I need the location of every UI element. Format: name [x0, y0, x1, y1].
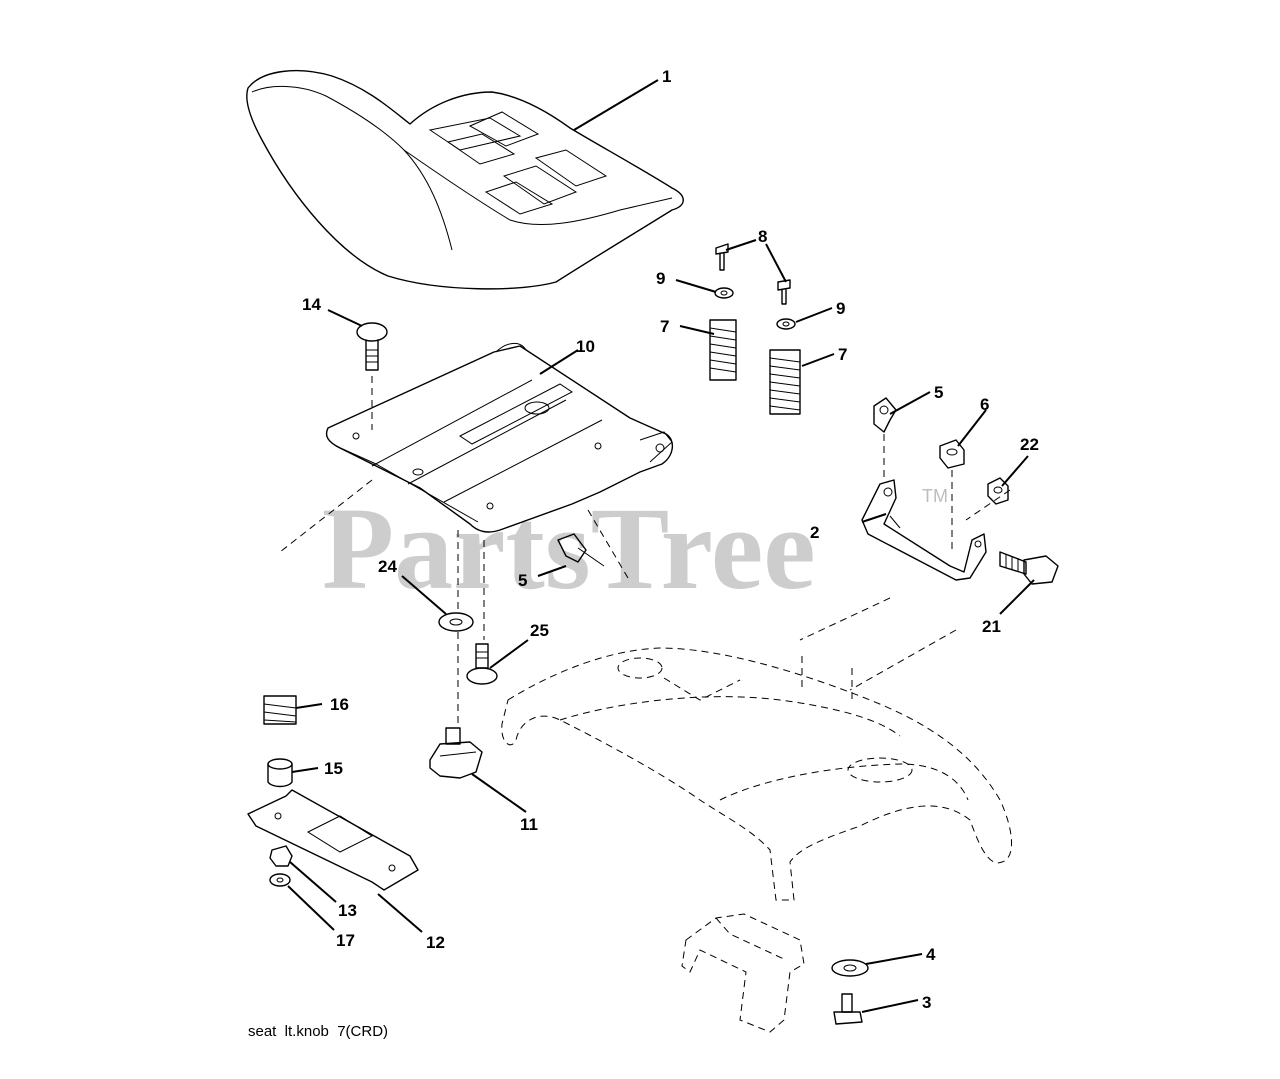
diagram-caption: seat lt.knob 7(CRD)	[248, 1023, 388, 1040]
part-seat-pan[interactable]	[325, 343, 673, 533]
callout-4[interactable]: 4	[926, 945, 936, 964]
part-springs[interactable]	[709, 319, 801, 415]
part-mount-bracket	[681, 913, 805, 1033]
callout-9-right[interactable]: 9	[836, 299, 845, 318]
part-bolt-21[interactable]	[999, 551, 1059, 585]
callout-1[interactable]: 1	[662, 67, 671, 86]
callout-13[interactable]: 13	[338, 901, 357, 920]
callout-leaders	[287, 79, 1035, 1013]
part-shoulder-bolt[interactable]	[466, 643, 498, 685]
callout-22[interactable]: 22	[1020, 435, 1039, 454]
callout-9-left[interactable]: 9	[656, 269, 665, 288]
callout-15[interactable]: 15	[324, 759, 343, 778]
callout-11[interactable]: 11	[520, 815, 538, 834]
part-bolt-3[interactable]	[833, 993, 863, 1025]
part-nuts[interactable]	[939, 439, 1009, 505]
part-washer-24[interactable]	[438, 612, 474, 632]
part-bushing[interactable]	[267, 758, 293, 788]
part-tractor-hood	[501, 647, 1013, 901]
part-seat[interactable]	[246, 70, 684, 290]
callout-24[interactable]: 24	[378, 557, 397, 576]
callout-25[interactable]: 25	[530, 621, 549, 640]
part-carriage-bolt[interactable]	[356, 322, 388, 371]
callout-2[interactable]: 2	[810, 523, 819, 542]
callout-8[interactable]: 8	[758, 227, 767, 246]
callout-7-left[interactable]: 7	[660, 317, 669, 336]
part-knob-11[interactable]	[429, 727, 483, 779]
part-washer-4[interactable]	[831, 959, 869, 977]
part-spring-16[interactable]	[263, 695, 297, 725]
callout-17[interactable]: 17	[336, 931, 355, 950]
callout-7-right[interactable]: 7	[838, 345, 847, 364]
callout-16[interactable]: 16	[330, 695, 349, 714]
callout-6[interactable]: 6	[980, 395, 989, 414]
callout-12[interactable]: 12	[426, 933, 445, 952]
callout-21[interactable]: 21	[982, 617, 1001, 636]
watermark-trademark: TM	[922, 486, 948, 506]
assembly-lines	[279, 376, 1011, 728]
callout-5-upper[interactable]: 5	[934, 383, 943, 402]
part-bracket[interactable]	[861, 479, 987, 581]
part-screws[interactable]	[715, 243, 791, 305]
part-plate[interactable]	[247, 789, 419, 891]
callout-10[interactable]: 10	[576, 337, 595, 356]
callout-5-lower[interactable]: 5	[518, 571, 527, 590]
watermark-text: PartsTree	[322, 483, 816, 614]
callout-labels: 1 2 3 4 5 5 6 7 7 8 9 9 10 11 12 13 14 1…	[302, 67, 1039, 1012]
callout-3[interactable]: 3	[922, 993, 931, 1012]
callout-14[interactable]: 14	[302, 295, 321, 314]
part-washers[interactable]	[714, 287, 796, 330]
part-small-nuts[interactable]	[269, 845, 293, 887]
part-knobs[interactable]	[557, 397, 897, 567]
